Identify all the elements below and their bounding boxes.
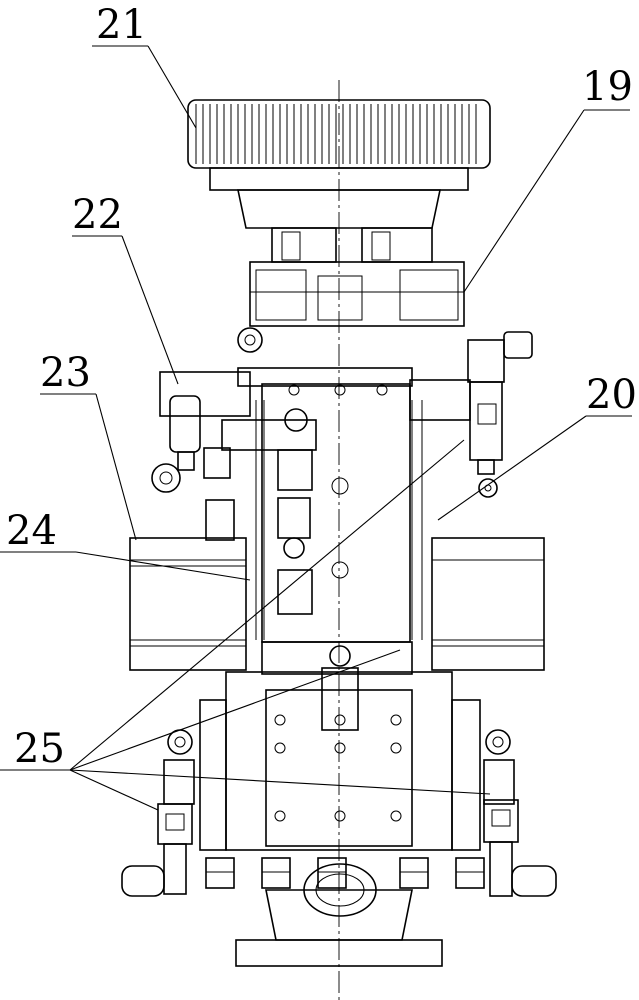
cylinder	[129, 537, 545, 671]
housing-hole	[274, 810, 286, 822]
label-20: 20	[586, 372, 637, 418]
leader-lines	[0, 45, 632, 811]
housing-hole	[390, 742, 402, 754]
base-assembly	[205, 857, 485, 967]
upper-body	[249, 227, 465, 327]
housing-hole	[334, 714, 346, 726]
housing-hole	[390, 714, 402, 726]
bolt-head	[205, 857, 235, 889]
label-22: 22	[72, 192, 123, 238]
bolt-head	[455, 857, 485, 889]
central-plate	[221, 367, 423, 643]
housing-hole	[274, 742, 286, 754]
bolt-head	[261, 857, 291, 889]
bolt-head	[317, 857, 347, 889]
housing-hole	[274, 714, 286, 726]
lower-housing	[199, 641, 481, 851]
housing-hole	[334, 742, 346, 754]
label-24: 24	[6, 508, 57, 554]
housing-hole	[334, 810, 346, 822]
right-sensor	[409, 331, 533, 498]
label-19: 19	[582, 64, 633, 110]
right-bottom-sensor	[483, 729, 557, 897]
bolt-head	[399, 857, 429, 889]
housing-hole	[390, 810, 402, 822]
label-21: 21	[96, 2, 147, 48]
left-bottom-sensor	[121, 729, 195, 897]
label-23: 23	[40, 350, 91, 396]
label-25: 25	[14, 726, 65, 772]
left-connector-block	[151, 327, 263, 541]
